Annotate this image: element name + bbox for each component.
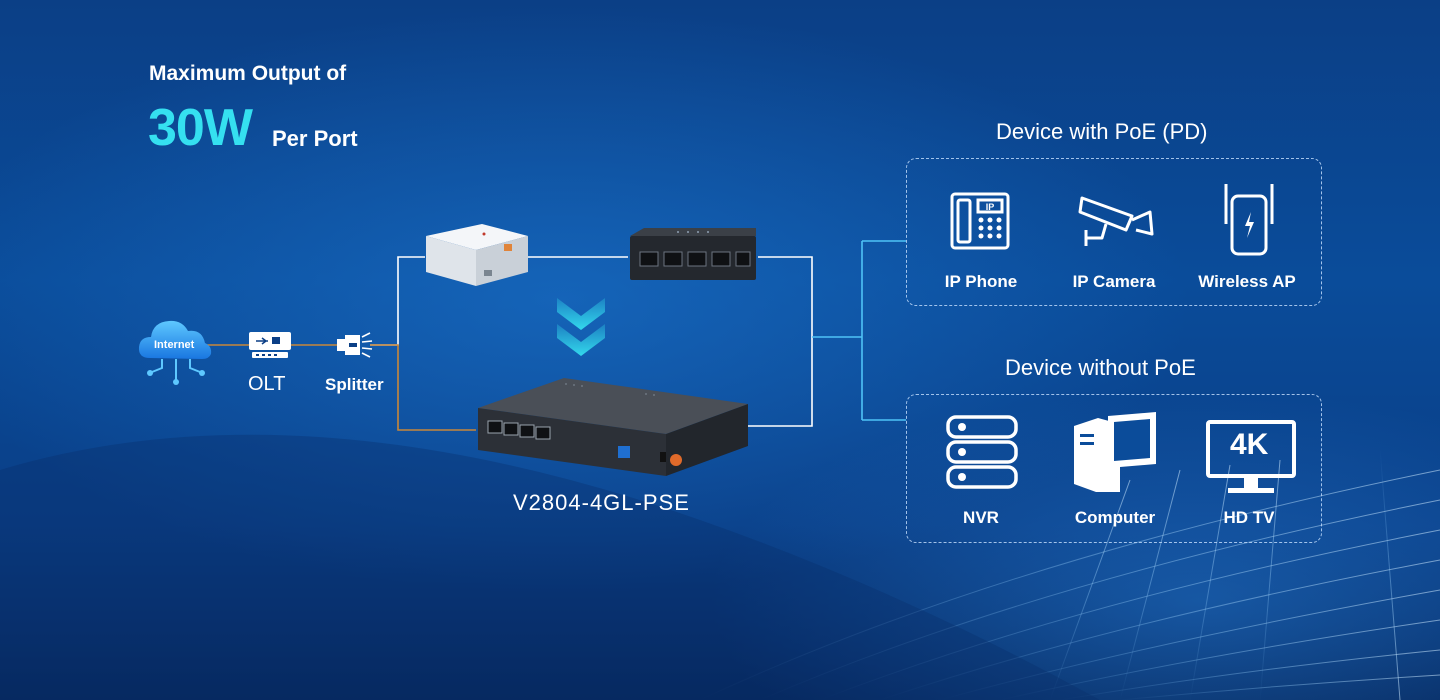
ip-camera-label: IP Camera: [1072, 272, 1156, 291]
nvr-icon: [946, 415, 1018, 489]
onu-device-icon: [420, 222, 532, 292]
link-v2804-trunk: [748, 337, 813, 427]
link-switch-trunk: [758, 256, 813, 337]
link-splitter-onu: [370, 256, 425, 346]
splitter-icon: [336, 331, 374, 359]
poe-device-group: [906, 158, 1322, 306]
headline-text: Maximum Output of: [149, 62, 347, 85]
internet-label: Internet: [154, 339, 195, 351]
wireless-ap-icon: [1222, 182, 1276, 258]
computer-label: Computer: [1074, 508, 1156, 527]
olt-icon: [248, 331, 292, 361]
model-label: V2804-4GL-PSE: [513, 490, 690, 515]
chevron-down-icon: [555, 296, 607, 358]
poe-switch-icon: [626, 228, 760, 286]
ip-phone-label: IP Phone: [944, 272, 1018, 291]
non-poe-group-title: Device without PoE: [1005, 355, 1196, 380]
v2804-device-icon: [470, 376, 754, 480]
4k-badge: 4K: [1230, 428, 1269, 461]
hd-tv-icon: [1206, 420, 1296, 496]
ip-camera-icon: [1076, 190, 1160, 252]
power-unit: Per Port: [272, 126, 358, 151]
svg-text:IP: IP: [986, 202, 995, 212]
olt-label: OLT: [248, 373, 286, 395]
splitter-label: Splitter: [325, 375, 384, 394]
fiber-link-splitter-v2804: [370, 344, 476, 431]
power-value: 30W: [148, 99, 253, 157]
nvr-label: NVR: [963, 508, 999, 527]
computer-icon: [1072, 412, 1158, 494]
poe-group-title: Device with PoE (PD): [996, 119, 1208, 144]
internet-cloud-icon: [136, 310, 216, 390]
wireless-ap-label: Wireless AP: [1198, 272, 1296, 291]
hd-tv-label: HD TV: [1223, 508, 1275, 527]
ip-phone-icon: IP: [950, 190, 1010, 250]
non-poe-device-group: [906, 394, 1322, 543]
